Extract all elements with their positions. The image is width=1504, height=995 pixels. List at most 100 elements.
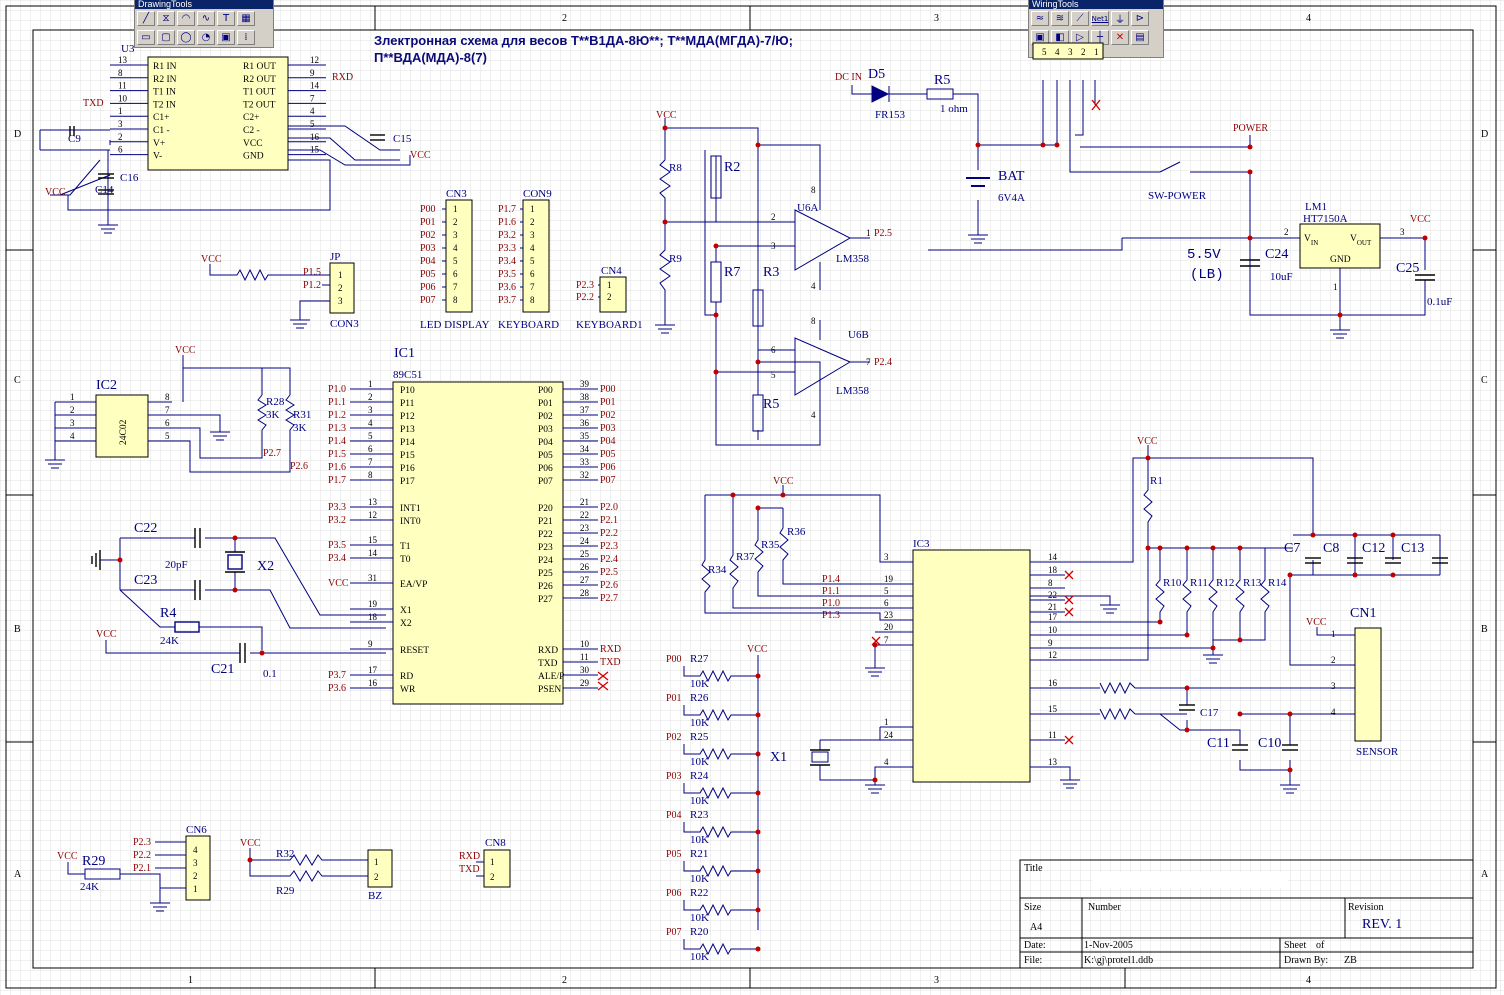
bz-pin2: 2 [374,872,379,882]
cn6-connector[interactable]: CN6 [185,824,211,901]
drawing-tools-title[interactable]: DrawingTools [135,0,273,9]
ic1-right-pin-num: 37 [580,405,590,415]
u6a-label: U6A [797,202,818,214]
ic1-right-pin-name: P23 [538,543,553,553]
array-tool-icon[interactable]: ⁞ [237,30,255,45]
cn3-net-label: P00 [420,204,436,215]
lm1-part: HT7150A [1303,213,1348,225]
border-col-1b: 1 [188,975,193,986]
line-tool-icon[interactable]: ╱ [137,11,155,26]
resnet-net: P03 [666,771,682,782]
ic1-right-net: P2.7 [600,593,618,604]
r12-label: R12 [1216,577,1234,589]
cn3-connector[interactable]: CN3 LED DISPLAY [420,188,490,331]
cn4-connector[interactable]: CN4 KEYBOARD1 [576,265,643,331]
ic1-right-net: P00 [600,384,616,395]
svg-text:3: 3 [1068,47,1073,57]
ic1-right-net: P06 [600,462,616,473]
cn8-ref: CN8 [485,837,506,849]
net-label-tool[interactable]: Net1 [1091,11,1109,26]
ic1-chip[interactable]: IC1 89C51 [392,346,564,705]
ic1-right-pin-num: 23 [580,523,590,533]
ic3-right-pin-num: 9 [1048,638,1053,648]
u3-right-pin-num: 14 [310,81,320,91]
r28-val: 3K [266,409,280,421]
ic1-left-net: P3.6 [328,683,346,694]
u3-right-pin-name: R2 OUT [243,75,276,85]
r29-bz-label: R29 [276,885,295,897]
c15-label: C15 [393,133,412,145]
bus-entry-tool-icon[interactable]: ⟋ [1071,11,1089,26]
con9-label: KEYBOARD [498,319,559,331]
rectangle-tool-icon[interactable]: ▭ [137,30,155,45]
ic1-left-pin-num: 7 [368,457,373,467]
cn8-rxd: RXD [459,851,480,862]
u3-right-pin-num: 16 [310,132,320,142]
cn8-connector[interactable]: CN8 [483,837,511,888]
arc-tool-icon[interactable]: ◠ [177,11,195,26]
wiring-tools-toolbar[interactable]: WiringTools ≈ ≋ ⟋ Net1 ⏚ ⊳ ▣ ◧ ▷ ┼ ✕ ▤ 5… [1028,0,1164,60]
cn8-pin2: 2 [490,872,495,882]
ic1-right-pin-name: P06 [538,464,553,474]
pcb-layout-tool-icon[interactable]: ▤ [1131,30,1149,45]
ic1-left-net: P1.5 [328,449,346,460]
con9-net-label: P3.3 [498,243,516,254]
cn3-net-label: P04 [420,256,436,267]
ic1-right-pin-num: 27 [580,575,590,585]
drawing-tools-toolbar[interactable]: DrawingTools ╱ ⧖ ◠ ∿ T ▦ ▭ ▢ ◯ ◔ ▣ ⁞ [134,0,274,48]
ic1-left-pin-name: P11 [400,399,415,409]
wiring-tools-title[interactable]: WiringTools [1029,0,1163,9]
bz-connector[interactable]: BZ [367,849,393,902]
jp-net-label: P1.2 [303,280,321,291]
cn1-sensor-connector[interactable]: CN1 SENSOR [1350,606,1399,758]
text-tool-icon[interactable]: T [217,11,235,26]
ic2-chip[interactable]: IC2 24C02 [95,378,149,458]
cn3-label: LED DISPLAY [420,319,490,331]
u3-left-pin-num: 11 [118,81,127,91]
ic1-left-pin-num: 17 [368,665,378,675]
ic1-left-net: P1.2 [328,410,346,421]
lm1-regulator[interactable]: LM1 HT7150A VIN VOUT GND [1299,201,1381,269]
c21-label: C21 [211,662,234,677]
ic1-left-pin-name: T1 [400,542,411,552]
resnet-resistor [683,861,758,878]
resnet-val: 10K [690,912,709,924]
ic1-right-pin-num: 11 [580,652,589,662]
bus-tool-icon[interactable]: ≋ [1051,11,1069,26]
ic2-net-p26: P2.6 [290,461,308,472]
c25-val: 0.1uF [1427,296,1452,308]
ic3-chip[interactable]: IC3 [912,538,1031,783]
u3-right-pin-num: 7 [310,93,315,103]
wire-tool-icon[interactable]: ≈ [1031,11,1049,26]
resnet-ref: R21 [690,848,708,860]
pie-tool-icon[interactable]: ◔ [197,30,215,45]
ic1-left-pin-name: X1 [400,606,412,616]
u3-right-pin-name: T1 OUT [243,88,276,98]
r31-label: R31 [293,409,311,421]
u3-ref: U3 [121,43,135,55]
bezier-tool-icon[interactable]: ∿ [197,11,215,26]
cn8-txd: TXD [459,864,480,875]
image-tool-icon[interactable]: ▣ [217,30,235,45]
ic1-left-pin-num: 19 [368,599,378,609]
cn3-pin-num: 6 [453,269,458,279]
frame-tool-icon[interactable]: ▦ [237,11,255,26]
polygon-tool-icon[interactable]: ⧖ [157,11,175,26]
jp-connector[interactable]: JP CON3 [329,251,359,330]
con9-pin-num: 2 [530,217,535,227]
con9-net-label: P3.5 [498,269,516,280]
r4-label: R4 [160,606,176,621]
no-erc-tool-icon[interactable]: ✕ [1111,30,1129,45]
jp-net-label: P1.5 [303,267,321,278]
ic1-right-pin-num: 33 [580,457,590,467]
rounded-rect-tool-icon[interactable]: ▢ [157,30,175,45]
ic1-right-net: P2.4 [600,554,618,565]
ic1-right-pin-name: P20 [538,504,553,514]
port-tool-icon[interactable]: ⊳ [1131,11,1149,26]
ic3-right-pin-num: 8 [1048,578,1053,588]
con9-connector[interactable]: CON9 KEYBOARD [498,188,559,331]
ellipse-tool-icon[interactable]: ◯ [177,30,195,45]
u3-chip[interactable]: U3 [121,43,289,171]
ground-tool-icon[interactable]: ⏚ [1111,11,1129,26]
ic1-right-pin-num: 21 [580,497,589,507]
